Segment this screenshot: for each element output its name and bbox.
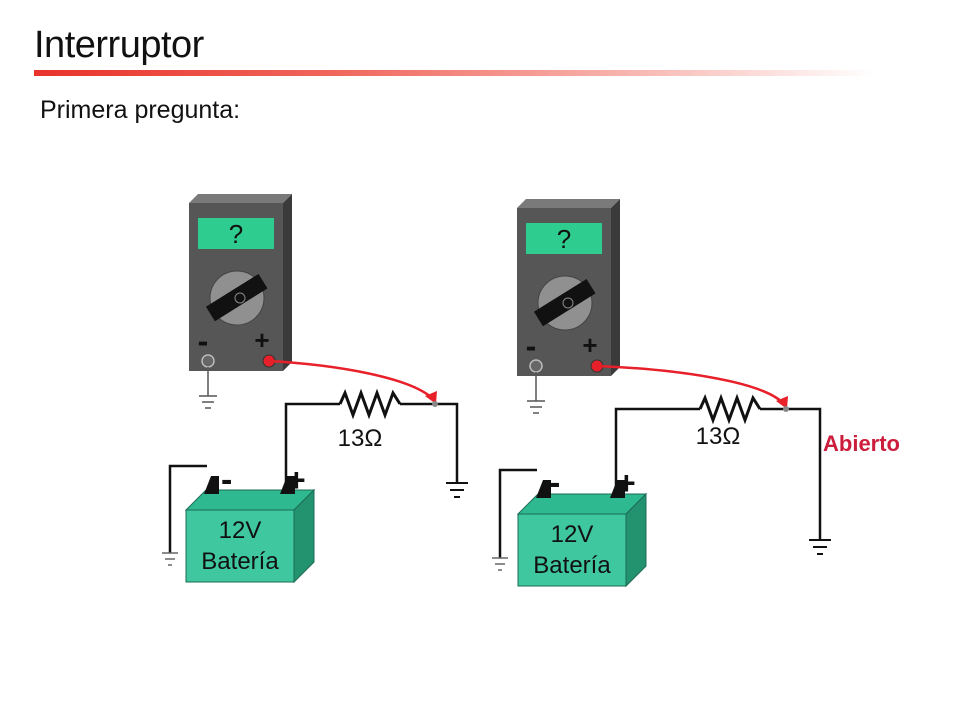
meter-plus-label-right: + (582, 330, 597, 360)
probe-contact-right (783, 406, 789, 412)
battery-voltage-left: 12V (219, 517, 262, 544)
probe-lead-right (596, 364, 784, 404)
circuit-ground-right (809, 539, 831, 555)
battery-right: - + 12V Batería (516, 464, 648, 588)
meter-ground-left (199, 367, 217, 409)
battery-minus-label-right: - (549, 464, 560, 502)
battery-pos-terminal-right (610, 480, 625, 498)
meter-display-right (526, 223, 602, 254)
circuit-ground-left (446, 482, 468, 498)
meter-display-text-left: ? (229, 219, 243, 249)
multimeter-left: ? - + (189, 194, 292, 371)
meter-ground-right (527, 372, 545, 414)
multimeter-right: ? - + (517, 199, 620, 376)
battery-plus-label-left: + (287, 462, 306, 498)
battery-neg-terminal-right (536, 480, 551, 498)
resistor-label-right: 13Ω (696, 423, 741, 450)
meter-plus-label-left: + (254, 325, 269, 355)
meter-display-left (198, 218, 274, 249)
wires-left (168, 402, 459, 553)
slide-title: Interruptor (34, 24, 204, 66)
resistor-right (698, 393, 762, 425)
slide-subtitle: Primera pregunta: (40, 96, 241, 124)
meter-display-text-right: ? (557, 224, 571, 254)
resistor-left (338, 388, 402, 420)
circuit-left: ? - + 13Ω (162, 194, 468, 584)
switch-state-label: Abierto (823, 431, 900, 456)
probe-contact-left (432, 401, 438, 407)
battery-minus-label-left: - (221, 461, 232, 499)
battery-neg-terminal-left (204, 476, 219, 494)
wires-right (498, 407, 822, 558)
battery-name-right: Batería (533, 552, 611, 579)
battery-plus-label-right: + (617, 465, 636, 501)
battery-pos-terminal-left (280, 476, 295, 494)
meter-com-jack-right (529, 359, 543, 373)
circuit-right: ? - + 13Ω (492, 199, 900, 588)
battery-ground-right (492, 557, 508, 571)
meter-minus-label-right: - (526, 328, 537, 364)
title-underline (34, 70, 874, 76)
meter-minus-label-left: - (198, 323, 209, 359)
battery-name-left: Batería (201, 548, 279, 575)
battery-ground-left (162, 552, 178, 566)
resistor-label-left: 13Ω (338, 425, 383, 452)
probe-lead-left (268, 359, 433, 399)
battery-left: - + 12V Batería (184, 461, 316, 584)
meter-com-jack-left (201, 354, 215, 368)
battery-voltage-right: 12V (551, 521, 594, 548)
